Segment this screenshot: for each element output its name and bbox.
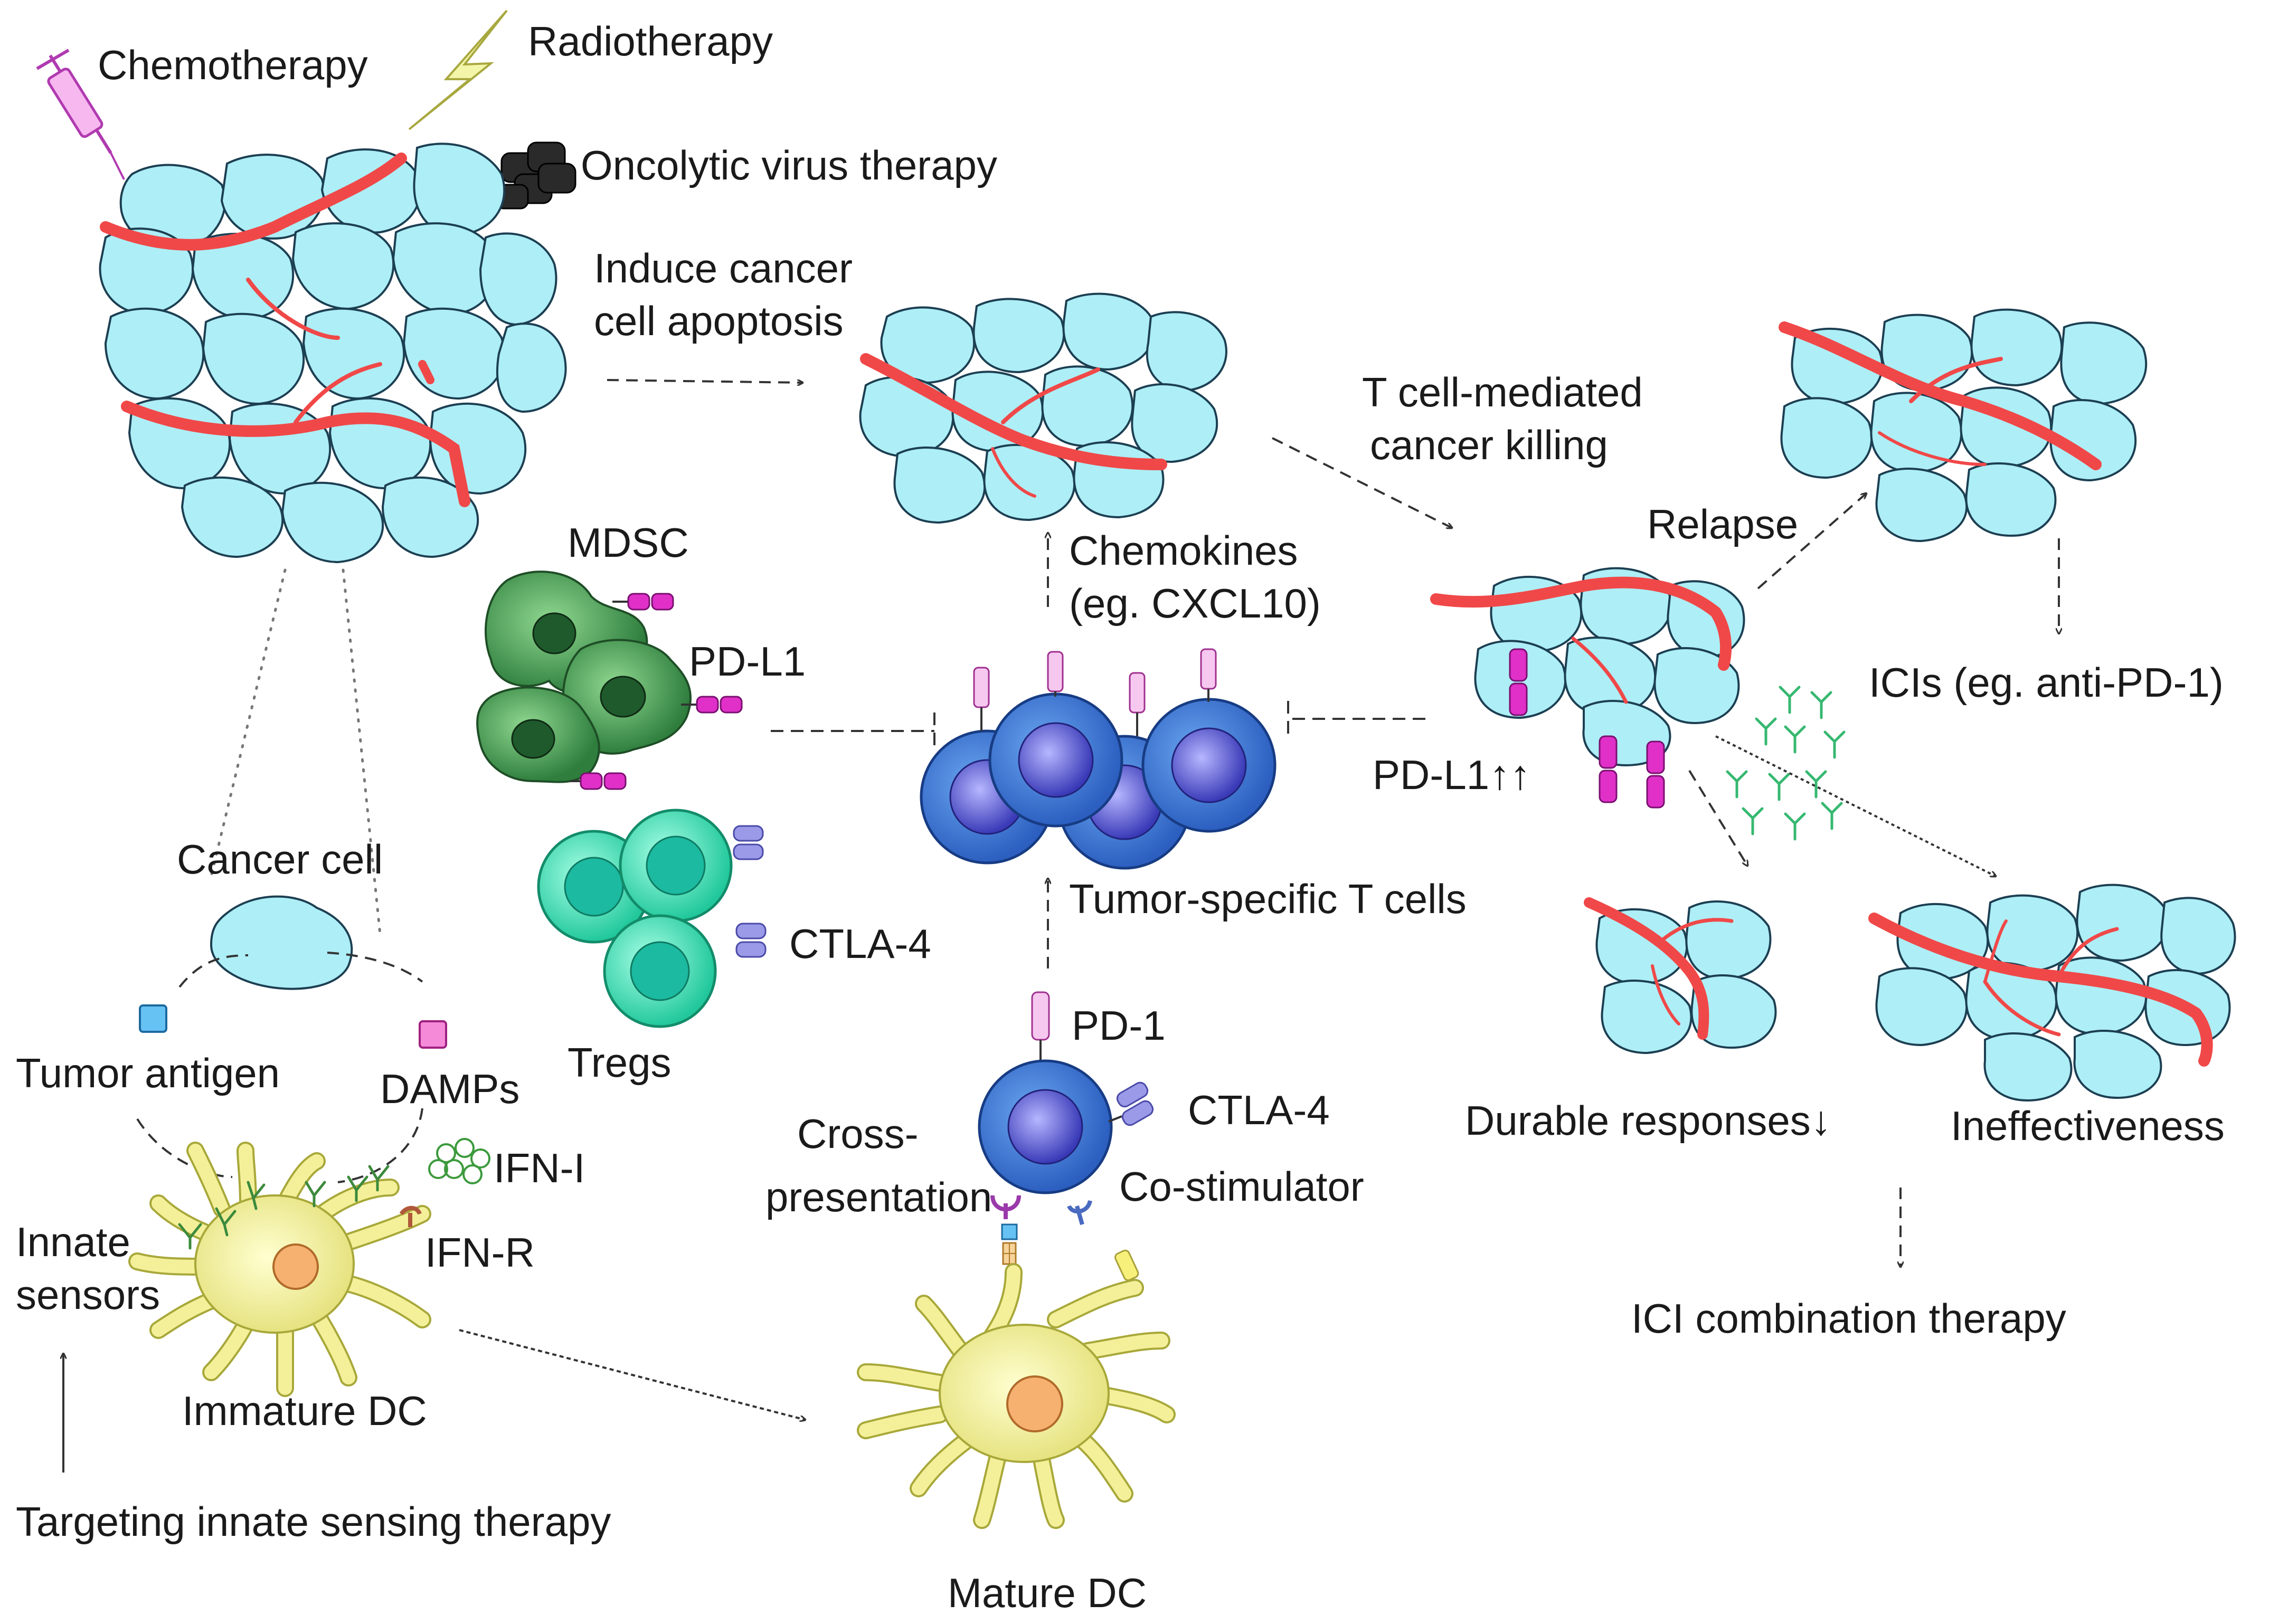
activated-t-cell: [978, 991, 1154, 1226]
syringe-icon: [36, 49, 125, 180]
label-innate-1: Innate: [16, 1219, 130, 1265]
label-tkill-2: cancer killing: [1370, 422, 1608, 468]
label-mdsc: MDSC: [568, 519, 689, 566]
label-targeting: Targeting innate sensing therapy: [16, 1498, 611, 1545]
mdsc-cluster: [476, 571, 743, 790]
label-ici-combination: ICI combination therapy: [1631, 1295, 2066, 1342]
label-damps: DAMPs: [380, 1066, 519, 1112]
inhibit-pdl1: [1287, 701, 1425, 738]
label-co-stimulator: Co-stimulator: [1119, 1163, 1364, 1210]
label-cross-1: Cross-: [797, 1110, 919, 1157]
dotted-guide-right: [342, 568, 382, 936]
lightning-icon: [408, 10, 508, 130]
immature-dendritic-cell: [128, 1142, 431, 1397]
relapsed-tumor: [1779, 308, 2148, 543]
durable-tumor: [1584, 897, 1777, 1055]
label-innate-2: sensors: [16, 1271, 160, 1318]
arrow-ineffective: [1715, 735, 1996, 876]
inhibit-mdsc: [771, 713, 935, 749]
label-durable: Durable responses↓: [1465, 1097, 1831, 1144]
label-chemotherapy: Chemotherapy: [98, 42, 368, 88]
arrow-durable: [1688, 770, 1747, 866]
ineffective-tumor: [1868, 884, 2236, 1102]
label-ctla4-t: CTLA-4: [1188, 1087, 1330, 1133]
label-pd-l1: PD-L1: [689, 638, 806, 685]
label-induce-1: Induce cancer: [594, 245, 853, 291]
label-icis: ICIs (eg. anti-PD-1): [1869, 659, 2224, 706]
antibodies: [1726, 686, 1846, 841]
label-chemokines-2: (eg. CXCL10): [1069, 580, 1321, 626]
single-cancer-cell: [210, 895, 353, 990]
virus-cluster-icon: [495, 141, 576, 210]
label-relapse: Relapse: [1647, 501, 1798, 547]
label-ineffectiveness: Ineffectiveness: [1951, 1103, 2225, 1149]
label-tkill-1: T cell-mediated: [1362, 369, 1643, 415]
arrow-relapse: [1757, 493, 1866, 590]
label-tumor-specific-t: Tumor-specific T cells: [1069, 876, 1467, 922]
label-chemokines-1: Chemokines: [1069, 527, 1298, 574]
damps-icon: [419, 1020, 447, 1049]
label-ifn-r: IFN-R: [425, 1229, 535, 1276]
primary-tumor: [99, 143, 567, 564]
label-pd-l1-up: PD-L1↑↑: [1373, 752, 1530, 798]
ifn-i-icon: [428, 1138, 490, 1184]
arrow-tcell-killing: [1272, 437, 1452, 528]
tumor-specific-t-cells: [920, 648, 1277, 870]
label-ctla4-tregs: CTLA-4: [789, 920, 931, 967]
arrow-dc-maturation: [459, 1329, 805, 1420]
dashed-arc-top: [178, 952, 423, 988]
label-tregs: Tregs: [568, 1039, 672, 1086]
apoptotic-tumor: [859, 292, 1227, 524]
label-oncolytic-virus: Oncolytic virus therapy: [581, 142, 997, 188]
arrow-apoptosis: [607, 379, 802, 383]
pd-l1-tumor: [1430, 567, 1745, 809]
dashed-arc-bottom: [136, 1108, 423, 1183]
label-radiotherapy: Radiotherapy: [528, 18, 773, 64]
label-tumor-antigen: Tumor antigen: [16, 1050, 280, 1096]
label-induce-2: cell apoptosis: [594, 298, 844, 344]
label-immature-dc: Immature DC: [182, 1388, 427, 1434]
dotted-guide-left: [210, 568, 287, 878]
label-pd-1: PD-1: [1072, 1002, 1166, 1049]
label-cross-2: presentation: [765, 1174, 992, 1220]
label-cancer-cell: Cancer cell: [177, 836, 383, 882]
label-ifn-i: IFN-I: [494, 1145, 585, 1191]
tregs-cluster: [537, 809, 767, 1028]
tumor-antigen-icon: [139, 1004, 167, 1033]
mature-dendritic-cell: [857, 1223, 1176, 1529]
label-mature-dc: Mature DC: [948, 1570, 1147, 1616]
